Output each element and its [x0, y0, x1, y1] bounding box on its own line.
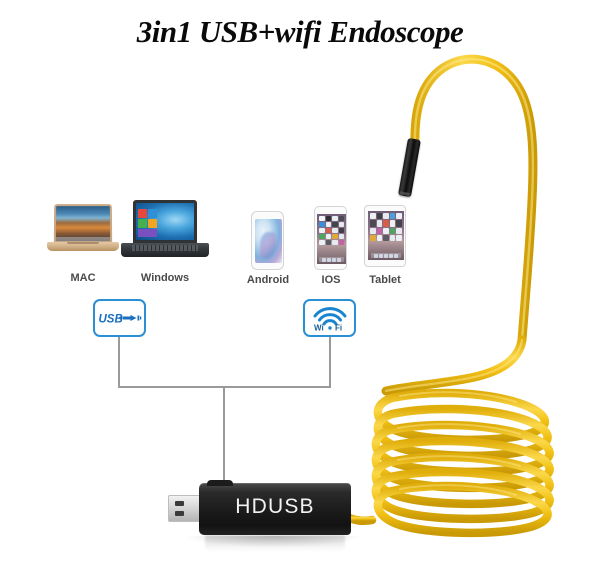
iphone-screen: [317, 214, 346, 264]
windows-laptop-base: [121, 243, 209, 257]
device-label-tablet: Tablet: [369, 274, 401, 286]
android-screen: [254, 219, 282, 263]
connector-line-wifi: [329, 337, 331, 387]
device-label-ios: IOS: [321, 274, 341, 286]
usb-logo-icon: USB: [95, 301, 144, 335]
windows-laptop-icon: [133, 200, 197, 244]
tablet-dock: [370, 253, 402, 258]
macbook-screen: [55, 206, 111, 242]
tablet-screen: [368, 211, 404, 260]
hdusb-dongle-body: [199, 480, 351, 535]
wifi-signal-icon: Wi Fi: [305, 301, 354, 335]
connector-line-to-device: [223, 386, 225, 483]
usb-a-plug-icon: [168, 495, 202, 522]
device-label-mac: MAC: [70, 272, 96, 284]
android-phone-icon: [251, 211, 284, 270]
usb-badge-text: USB: [98, 314, 122, 326]
wifi-badge[interactable]: Wi Fi: [303, 299, 356, 337]
usb-badge[interactable]: USB: [93, 299, 146, 337]
dongle-shadow: [185, 536, 361, 547]
macbook-laptop-icon: [53, 204, 113, 244]
macbook-base: [47, 242, 119, 251]
page-title: 3in1 USB+wifi Endoscope: [136, 14, 464, 49]
wifi-badge-text-right: Fi: [335, 324, 342, 333]
dongle-reflection: [205, 535, 345, 551]
device-label-android: Android: [246, 274, 290, 286]
windows-keyboard: [132, 245, 198, 251]
iphone-icon: [314, 206, 347, 270]
iphone-dock: [319, 257, 344, 262]
connector-line-usb: [118, 337, 120, 387]
hdusb-brand-label: HDUSB: [235, 495, 315, 518]
wifi-badge-text-left: Wi: [314, 324, 324, 333]
endoscope-camera-head-icon: [398, 137, 421, 198]
device-label-windows: Windows: [140, 272, 190, 284]
windows-screen: [136, 203, 194, 240]
tablet-icon: [364, 205, 406, 267]
hdusb-dongle: HDUSB: [168, 480, 351, 535]
